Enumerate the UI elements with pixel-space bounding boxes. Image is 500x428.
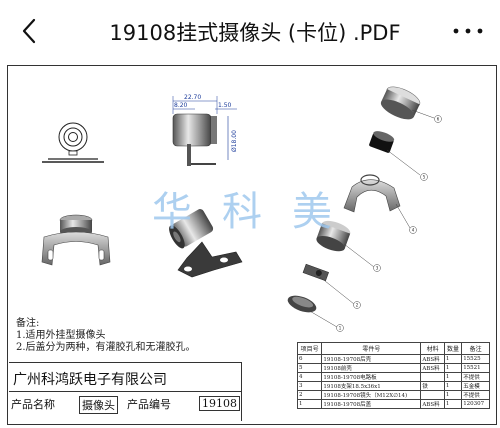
engineering-drawing: 22.70 8.20 1.50 Ø18.00 [41,86,442,332]
product-no-label: 产品编号 [127,398,171,411]
more-dots-icon [453,28,483,34]
bom-cell: 2 [296,390,323,400]
table-row: 3 19108支架18.5x36x1 铁 1 五金模 [296,381,490,391]
bom-cell: ABS料 [420,399,445,409]
bom-cell: 五金模 [461,381,490,391]
callout-4: 4 [412,228,415,233]
table-row: 4 19108-19708电路板 1 不提供 [296,372,490,382]
chevron-left-icon [22,18,36,44]
callout-6: 6 [437,117,440,122]
callout-2: 2 [356,303,359,308]
callout-3: 3 [376,266,379,271]
bom-cell: 19108-19708后盖 [321,399,422,409]
title-block: 广州科鸿跃电子有限公司 产品名称 摄像头 产品编号 19108 [9,362,242,421]
bom-cell: 1 [296,399,323,409]
bom-cell: 4 [296,372,323,382]
bom-cell: 1 [443,372,463,382]
bom-header-row: 项目号 零件号 材料 数量 备注 [296,342,490,355]
dim-diameter: Ø18.00 [231,130,238,152]
bom-cell: 19108-19708镜头（M12X∅14) [321,390,422,400]
side-view: 22.70 8.20 1.50 Ø18.00 [172,94,238,166]
bom-header: 项目号 [296,342,323,355]
product-no: 19108 [199,396,240,411]
bom-cell [420,372,445,382]
company-name: 广州科鸿跃电子有限公司 [13,372,167,388]
bom-cell: 15525 [461,354,490,364]
bom-header: 材料 [420,342,445,355]
dim-width-total: 22.70 [184,94,201,101]
bom-cell [420,390,445,400]
assembled-iso-view [169,209,243,278]
bom-cell: 5 [296,363,323,373]
bom-cell: ABS料 [420,363,445,373]
bom-cell: 1 [443,363,463,373]
bom-cell: 15521 [461,363,490,373]
product-name-label: 产品名称 [11,398,55,411]
bom-header: 备注 [461,342,490,355]
bom-cell: 不提供 [461,390,490,400]
top-bar: 19108挂式摄像头 (卡位) .PDF [0,0,500,62]
bom-cell: 1 [443,354,463,364]
dim-width-right: 1.50 [218,102,232,109]
callout-5: 5 [423,175,426,180]
table-row: 1 19108-19708后盖 ABS料 1 120307 [296,399,490,409]
bom-cell: 19108前壳 [321,363,422,373]
bom-cell: 铁 [420,381,445,391]
document-title: 19108挂式摄像头 (卡位) .PDF [109,21,401,45]
bom-cell: 19108支架18.5x36x1 [321,381,422,391]
bom-cell: 6 [296,354,323,364]
dim-width-left: 8.20 [174,102,188,109]
bom-cell: 19108-19708后壳 [321,354,422,364]
back-button[interactable] [14,16,44,46]
front-view [42,122,104,163]
bom-cell: 19108-19708电路板 [321,372,422,382]
drawing-frame [7,65,497,425]
bom-header: 零件号 [321,342,422,355]
notes-heading: 备注: [16,318,40,329]
notes-line-2: 2.后盖分为两种，有灌胶孔和无灌胶孔。 [16,342,196,353]
bom-table: 项目号 零件号 材料 数量 备注 6 19108-19708后壳 ABS料 1 … [296,342,490,409]
callout-1: 1 [339,326,342,331]
notes: 备注: 1.适用外挂型摄像头 2.后盖分为两种，有灌胶孔和无灌胶孔。 [16,318,276,354]
more-options-button[interactable] [450,18,486,44]
watermark: 华科美 [152,189,362,235]
pdf-page[interactable]: 22.70 8.20 1.50 Ø18.00 [2,62,498,428]
product-info-row: 产品名称 摄像头 产品编号 19108 [9,391,241,414]
bom-cell: 1 [443,399,463,409]
product-name: 摄像头 [79,396,118,414]
bom-cell: 1 [443,381,463,391]
bom-cell: 3 [296,381,323,391]
bom-header: 数量 [443,342,463,355]
bom-cell: 1 [443,390,463,400]
table-row: 6 19108-19708后壳 ABS料 1 15525 [296,354,490,364]
bom-cell: 不提供 [461,372,490,382]
assembled-front-view [41,214,111,266]
bom-cell: ABS料 [420,354,445,364]
bom-cell: 120307 [461,399,490,409]
notes-line-1: 1.适用外挂型摄像头 [16,330,106,341]
table-row: 5 19108前壳 ABS料 1 15521 [296,363,490,373]
table-row: 2 19108-19708镜头（M12X∅14) 1 不提供 [296,390,490,400]
exploded-view: 6 5 4 3 2 1 [287,86,442,332]
